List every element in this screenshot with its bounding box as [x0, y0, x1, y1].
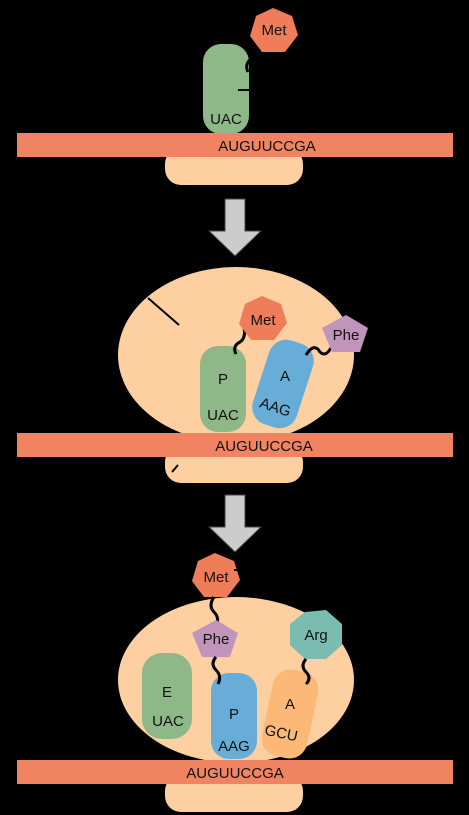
aa-link: [245, 45, 258, 73]
met-link: [233, 327, 246, 355]
mrna-sequence: AUGUUCCGA: [215, 438, 313, 455]
down-arrow-icon: [207, 198, 263, 257]
small-subunit-mark: [171, 464, 179, 473]
step-arrow-1: [207, 198, 263, 257]
met-label: Met: [250, 312, 276, 329]
e-site-label: E: [162, 684, 172, 701]
e-site-anticodon: UAC: [152, 713, 184, 730]
p-site-label: P: [229, 706, 239, 723]
phe-label: Phe: [333, 327, 360, 344]
met-label: Met: [261, 22, 287, 39]
step3-translocation: AUGUUCCGA E UAC P AAG A GCU Met Phe Arg: [17, 553, 453, 812]
phe-link: [211, 656, 222, 685]
p-site-anticodon: AAG: [218, 738, 250, 755]
arg-label: Arg: [304, 627, 327, 644]
met-amino-acid: [192, 553, 240, 597]
step-arrow-2: [207, 494, 263, 553]
step1-initiation: AUGUUCCGA UAC Met: [17, 8, 453, 185]
p-site-label: P: [218, 371, 228, 388]
mrna-strand: [17, 760, 453, 784]
trna-a-site: [252, 339, 314, 429]
mrna-strand: [17, 433, 453, 457]
a-site-label: A: [285, 696, 295, 713]
trna-initiator: [203, 44, 249, 134]
phe-amino-acid: [322, 315, 368, 352]
small-subunit: [165, 775, 303, 812]
step2-elongation: AUGUUCCGA P UAC A AAG Met Phe: [17, 267, 453, 483]
a-site-label: A: [280, 368, 290, 385]
trna-anticodon: UAC: [210, 111, 242, 128]
phe-label: Phe: [203, 631, 230, 648]
mrna-strand: [17, 133, 453, 157]
mrna-sequence: AUGUUCCGA: [218, 138, 316, 155]
small-subunit: [165, 148, 303, 185]
met-amino-acid: [239, 296, 287, 340]
arg-amino-acid: [290, 610, 342, 659]
phe-link: [304, 345, 334, 356]
down-arrow-icon: [207, 494, 263, 553]
trna-a-site: [261, 669, 319, 759]
trna-p-site: [200, 346, 246, 432]
p-site-anticodon: UAC: [207, 407, 239, 424]
phe-amino-acid: [192, 620, 238, 657]
trna-e-site: [142, 653, 192, 739]
exit-tunnel-mark: [147, 297, 180, 326]
a-site-anticodon: GCU: [263, 722, 299, 746]
mrna-sequence: AUGUUCCGA: [186, 765, 284, 782]
arg-link: [301, 658, 311, 686]
met-label: Met: [203, 569, 229, 586]
trna-p-site: [211, 673, 257, 759]
met-amino-acid: [250, 8, 298, 52]
